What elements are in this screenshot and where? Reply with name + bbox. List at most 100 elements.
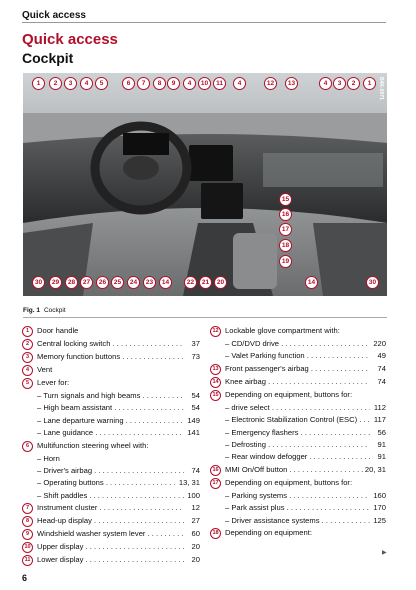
page-reference: 20 [191, 555, 200, 565]
callout-number: 7 [22, 503, 33, 515]
figure-callout: 17 [279, 223, 292, 236]
legend-label: Vent [37, 365, 53, 374]
legend-label: Lockable glove compartment with: [225, 326, 340, 335]
legend-item: – Driver's airbag 74 [22, 465, 200, 477]
page-reference: 220 [373, 339, 386, 348]
legend-label: – Defrosting [225, 439, 370, 451]
page-reference: 60 [191, 529, 200, 539]
legend-label: Depending on equipment, buttons for: [225, 477, 353, 487]
running-header: Quick access [22, 10, 86, 21]
callout-number: 4 [22, 365, 33, 376]
legend-label: – Electronic Stabilization Control (ESC) [225, 414, 370, 426]
figure-callout: 4 [80, 77, 93, 90]
callout-number: 18 [210, 528, 221, 540]
legend-label: – Valet Parking function [225, 350, 370, 362]
legend-item: – Emergency flashers 56 [210, 427, 386, 439]
figure-callout: 11 [213, 77, 226, 90]
caption-rule [23, 317, 387, 318]
page-reference: 160 [373, 490, 386, 500]
page-reference: 54 [191, 403, 200, 413]
section-title: Cockpit [22, 50, 74, 66]
page-reference: 141 [187, 428, 200, 438]
page-number: 6 [22, 573, 28, 583]
figure-callout: 27 [80, 276, 93, 289]
legend-label: Lever for: [37, 378, 70, 387]
legend-item: – Electronic Stabilization Control (ESC)… [210, 414, 386, 426]
legend-label: – Shift paddles [37, 490, 184, 502]
page-reference: 100 [187, 490, 200, 500]
figure-callout: 30 [366, 276, 379, 289]
callout-number: 10 [22, 542, 33, 554]
figure-callout: 14 [159, 276, 172, 289]
legend-label: Upper display [37, 541, 184, 553]
figure-callout: 5 [95, 77, 108, 90]
figure-callout: 2 [347, 77, 360, 90]
cockpit-illustration [23, 73, 387, 296]
legend-item: 4 Vent [22, 364, 200, 377]
figure-callout: 3 [64, 77, 77, 90]
figure-callout: 16 [279, 208, 292, 221]
legend-label: – Emergency flashers [225, 427, 370, 439]
page-reference: 37 [191, 339, 200, 348]
legend-item: – Horn [22, 453, 200, 465]
figure-callout: 26 [96, 276, 109, 289]
figure-callout: 12 [264, 77, 277, 90]
figure-callout: 24 [127, 276, 140, 289]
figure-callout: 4 [183, 77, 196, 90]
legend-item: – Operating buttons13, 31 [22, 477, 200, 489]
page-reference: 12 [191, 503, 200, 513]
page-reference: 56 [377, 427, 386, 437]
legend-item: – High beam assistant54 [22, 402, 200, 414]
callout-number: 2 [22, 339, 33, 350]
page-reference: 91 [377, 440, 386, 450]
figure-callout: 2 [49, 77, 62, 90]
callout-number: 13 [210, 363, 221, 375]
legend-label: – Operating buttons [37, 477, 177, 489]
figure-callout: 10 [198, 77, 211, 90]
legend-label: – Parking systems [225, 490, 370, 502]
legend-label: – Rear window defogger [225, 451, 370, 463]
legend-item: – Lane departure warning149 [22, 415, 200, 427]
figure-callout: 18 [279, 239, 292, 252]
figure-callout: 19 [279, 255, 292, 268]
callout-number: 8 [22, 516, 33, 528]
figure-callout: 21 [199, 276, 212, 289]
legend-label: Front passenger's airbag [225, 363, 370, 375]
page-reference: 125 [373, 515, 386, 525]
page-reference: 74 [191, 466, 200, 476]
callout-number: 1 [22, 326, 33, 337]
page-reference: 73 [191, 352, 200, 361]
figure-callout: 8 [153, 77, 166, 90]
figure-callout: 4 [233, 77, 246, 90]
figure-callout: 3 [333, 77, 346, 90]
figure-callout: 6 [122, 77, 135, 90]
legend-item: – Park assist plus170 [210, 502, 386, 514]
page-reference: 49 [377, 351, 386, 361]
legend-label: Windshield washer system lever [37, 528, 184, 540]
legend-label: – Turn signals and high beams [37, 390, 184, 402]
page-reference: 20, 31 [364, 464, 386, 474]
callout-number: 14 [210, 376, 221, 388]
legend-label: – Driver's airbag [37, 465, 184, 477]
page-reference: 54 [191, 391, 200, 400]
figure-callout: 14 [305, 276, 318, 289]
legend-item: – Rear window defogger91 [210, 451, 386, 463]
legend-label: – Lane guidance [37, 427, 184, 439]
legend-item: – Valet Parking function 49 [210, 350, 386, 362]
figure-caption-text: Cockpit [43, 307, 66, 314]
legend-label: – Park assist plus [225, 502, 370, 514]
legend-label: – Driver assistance systems [225, 515, 370, 527]
triangle-right-icon: ▶ [382, 550, 387, 556]
callout-number: 12 [210, 326, 221, 337]
callout-number: 6 [22, 440, 33, 452]
